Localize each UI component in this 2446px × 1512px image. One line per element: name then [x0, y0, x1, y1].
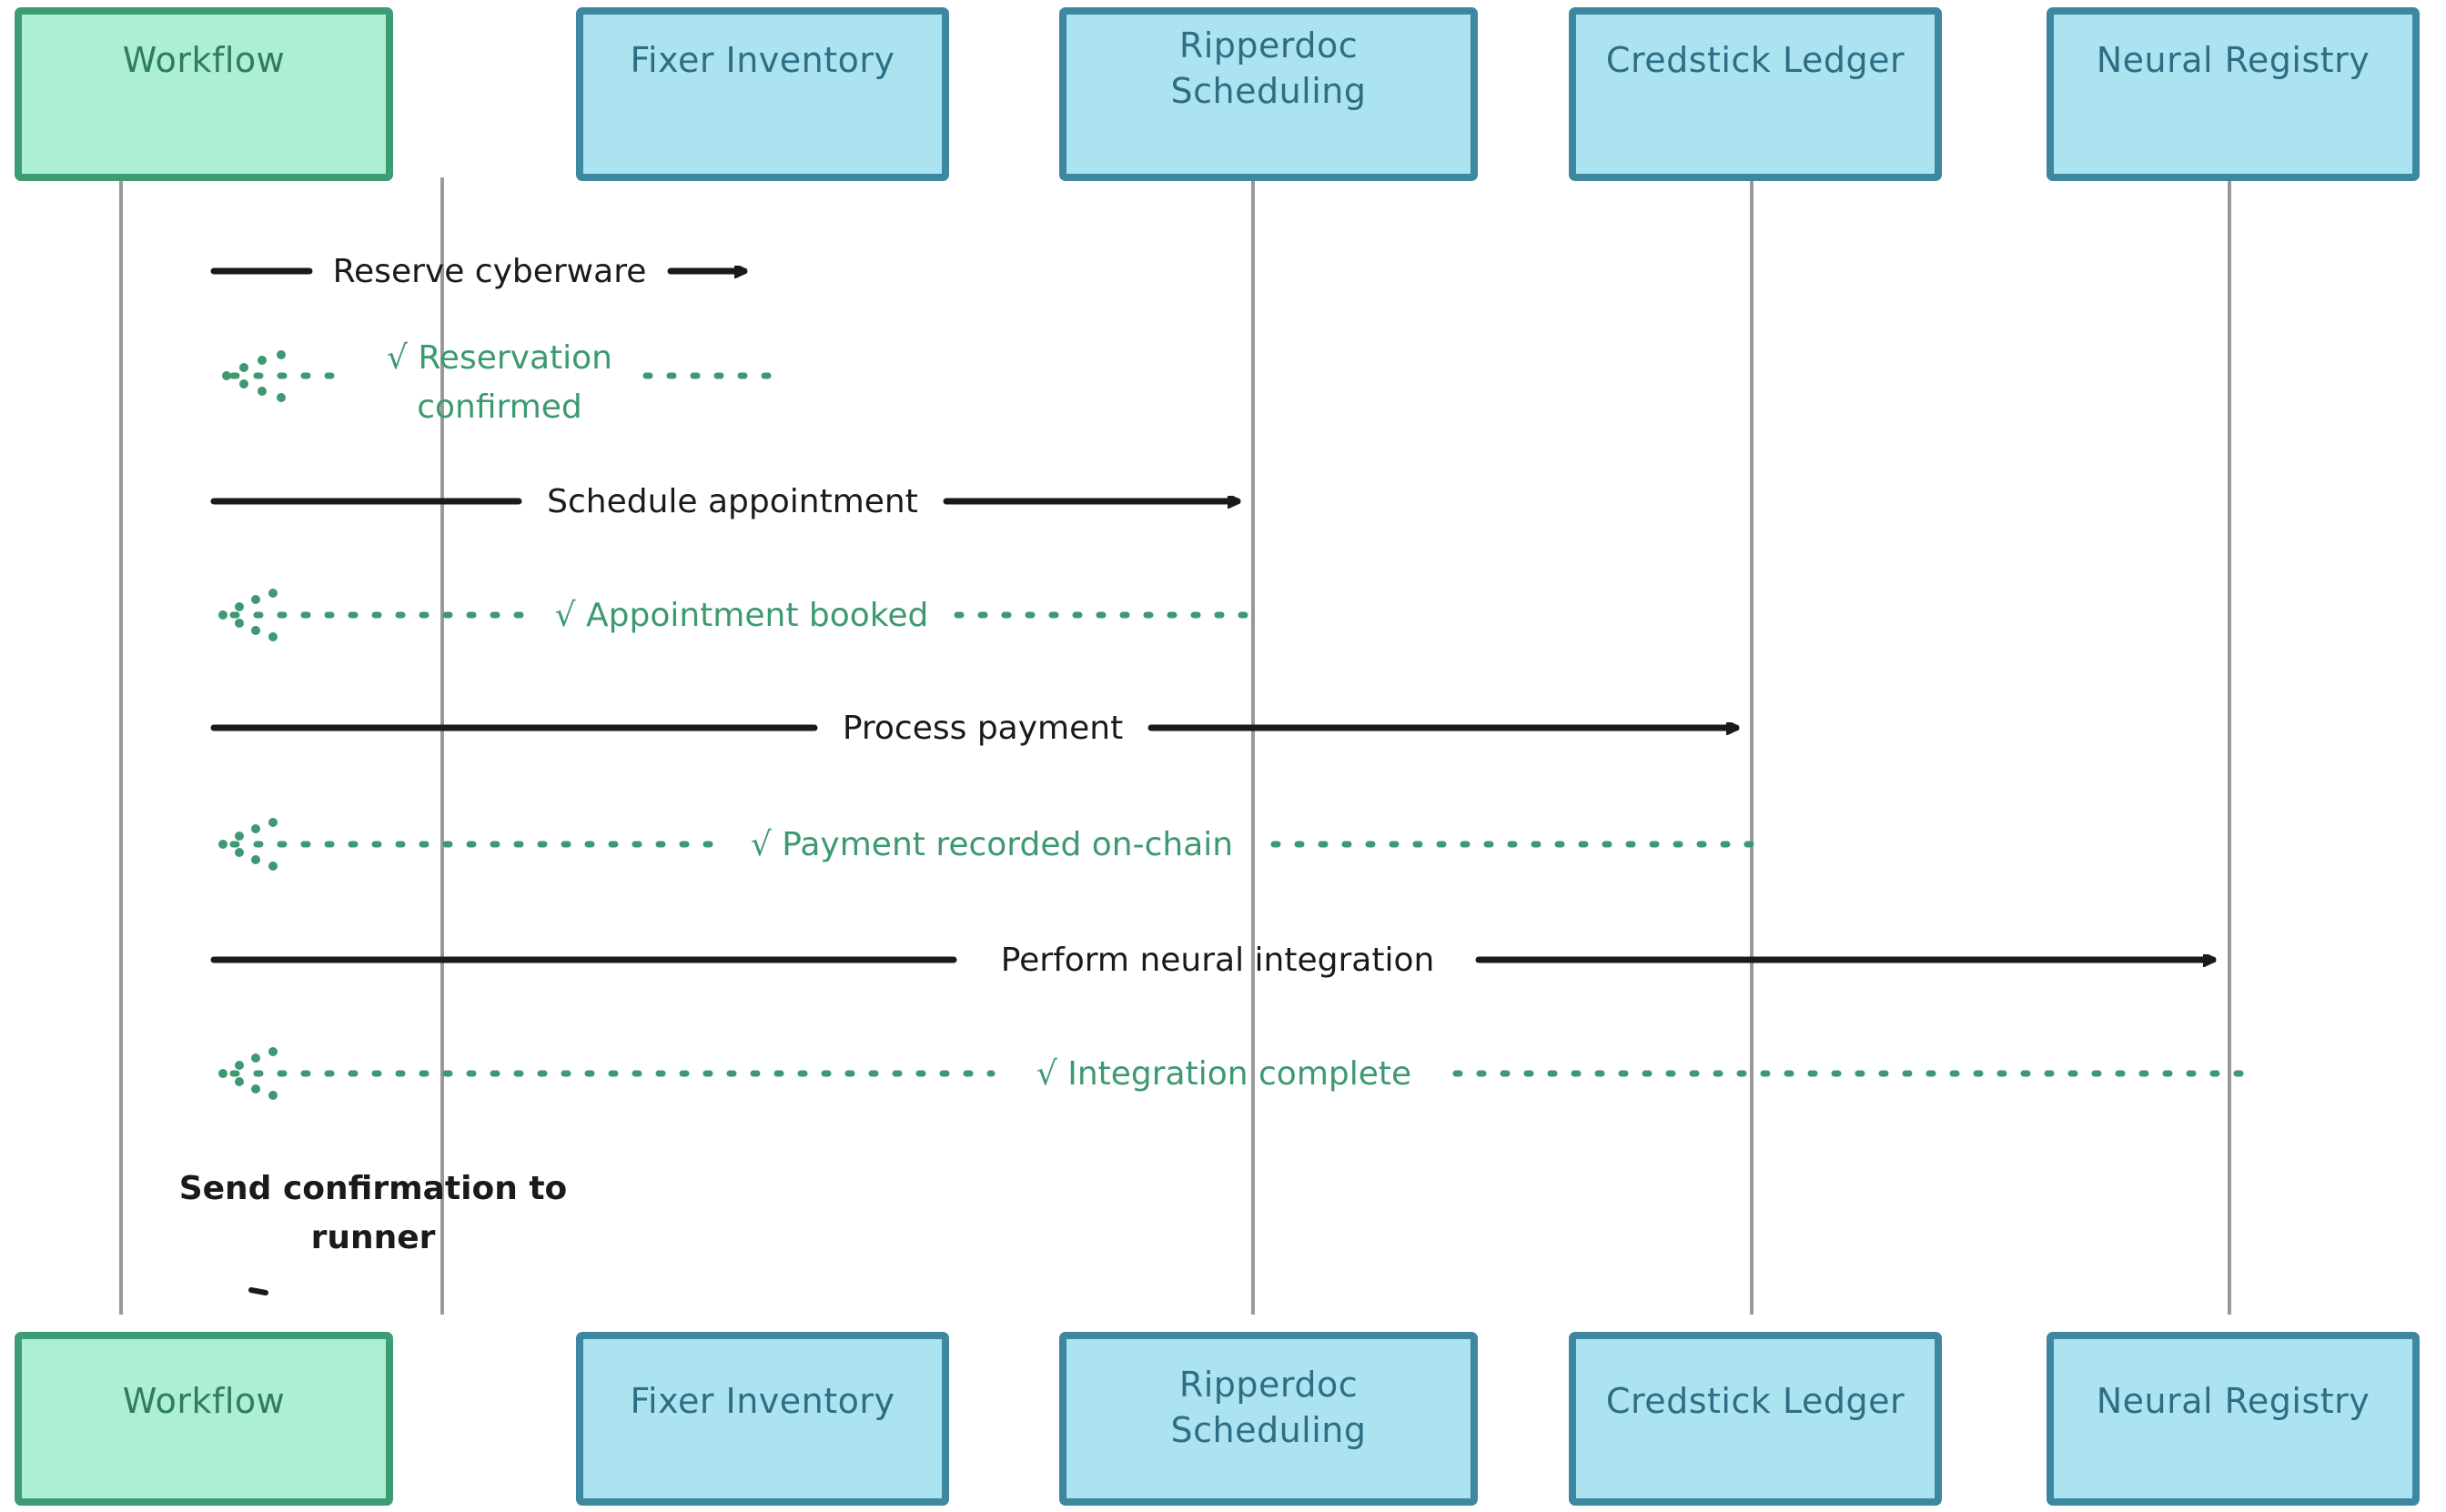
message-schedule-appointment[interactable]: Schedule appointment [210, 483, 1241, 520]
actor-box-credstick-ledger-top[interactable]: Credstick Ledger [1569, 7, 1942, 181]
self-message-arrowhead [248, 1287, 268, 1295]
message-label-reservation-confirmed-line1: √ Reservation [387, 339, 612, 377]
message-label-payment-recorded-on-chain: √ Payment recorded on-chain [751, 826, 1233, 863]
actor-box-workflow-top[interactable]: Workflow [15, 7, 393, 181]
actor-label-credstick-ledger-bottom: Credstick Ledger [1606, 1381, 1905, 1421]
actor-label-ripperdoc-scheduling-bottom-line1: Ripperdoc [1179, 1365, 1358, 1405]
actor-box-shape [576, 7, 949, 181]
message-reserve-cyberware[interactable]: Reserve cyberware [210, 253, 748, 290]
message-perform-neural-integration[interactable]: Perform neural integration [210, 942, 2217, 979]
arrowhead-left-dotted [218, 818, 278, 871]
actor-box-credstick-ledger-bottom[interactable]: Credstick Ledger [1569, 1332, 1942, 1506]
message-label-schedule-appointment: Schedule appointment [547, 483, 918, 520]
actor-label-fixer-inventory-bottom: Fixer Inventory [630, 1381, 895, 1421]
actor-label-workflow-bottom: Workflow [123, 1381, 286, 1421]
message-label-perform-neural-integration: Perform neural integration [1001, 942, 1435, 979]
actor-boxes-top: Workflow Fixer Inventory Ripperdoc Sched… [15, 7, 2420, 181]
arrowhead-left-dotted [222, 350, 286, 402]
actor-label-ripperdoc-scheduling-bottom-line2: Scheduling [1170, 1410, 1366, 1450]
message-payment-recorded-on-chain[interactable]: √ Payment recorded on-chain [218, 818, 1767, 871]
actor-box-neural-registry-top[interactable]: Neural Registry [2047, 7, 2420, 181]
message-integration-complete[interactable]: √ Integration complete [218, 1047, 2244, 1100]
actor-label-neural-registry-top: Neural Registry [2097, 40, 2370, 80]
actor-box-shape [2047, 7, 2420, 181]
message-label-send-confirmation-line1: Send confirmation to [179, 1170, 568, 1207]
actor-label-credstick-ledger-top: Credstick Ledger [1606, 40, 1905, 80]
message-send-confirmation-to-runner[interactable]: Send confirmation to runner [179, 1170, 568, 1295]
actor-box-shape [2047, 1332, 2420, 1506]
actor-box-neural-registry-bottom[interactable]: Neural Registry [2047, 1332, 2420, 1506]
actor-boxes-bottom: Workflow Fixer Inventory Ripperdoc Sched… [15, 1332, 2420, 1506]
actor-label-neural-registry-bottom: Neural Registry [2097, 1381, 2370, 1421]
actor-box-shape [1569, 7, 1942, 181]
actor-box-fixer-inventory-top[interactable]: Fixer Inventory [576, 7, 949, 181]
actor-box-ripperdoc-scheduling-bottom[interactable]: Ripperdoc Scheduling [1059, 1332, 1478, 1506]
actor-label-ripperdoc-scheduling-top-line1: Ripperdoc [1179, 25, 1358, 66]
lifelines-layer [119, 177, 2231, 1315]
message-label-send-confirmation-line2: runner [311, 1219, 436, 1256]
message-reservation-confirmed[interactable]: √ Reservation confirmed [222, 339, 775, 426]
message-appointment-booked[interactable]: √ Appointment booked [218, 589, 1268, 641]
actor-box-shape [15, 7, 393, 181]
message-label-reservation-confirmed-line2: confirmed [417, 388, 582, 426]
actor-box-shape [1569, 1332, 1942, 1506]
message-label-appointment-booked: √ Appointment booked [555, 597, 929, 634]
arrowhead-left-dotted [218, 589, 278, 641]
arrowhead-left-dotted [218, 1047, 278, 1100]
message-process-payment[interactable]: Process payment [210, 710, 1740, 747]
actor-box-shape [15, 1332, 393, 1506]
actor-box-ripperdoc-scheduling-top[interactable]: Ripperdoc Scheduling [1059, 7, 1478, 181]
actor-box-shape [576, 1332, 949, 1506]
actor-box-fixer-inventory-bottom[interactable]: Fixer Inventory [576, 1332, 949, 1506]
message-label-reserve-cyberware: Reserve cyberware [333, 253, 647, 290]
actor-label-workflow-top: Workflow [123, 40, 286, 80]
message-label-process-payment: Process payment [843, 710, 1123, 747]
actor-box-shape [1059, 7, 1478, 181]
message-label-integration-complete: √ Integration complete [1036, 1055, 1411, 1093]
actor-label-fixer-inventory-top: Fixer Inventory [630, 40, 895, 80]
actor-box-shape [1059, 1332, 1478, 1506]
actor-label-ripperdoc-scheduling-top-line2: Scheduling [1170, 71, 1366, 111]
actor-box-workflow-bottom[interactable]: Workflow [15, 1332, 393, 1506]
